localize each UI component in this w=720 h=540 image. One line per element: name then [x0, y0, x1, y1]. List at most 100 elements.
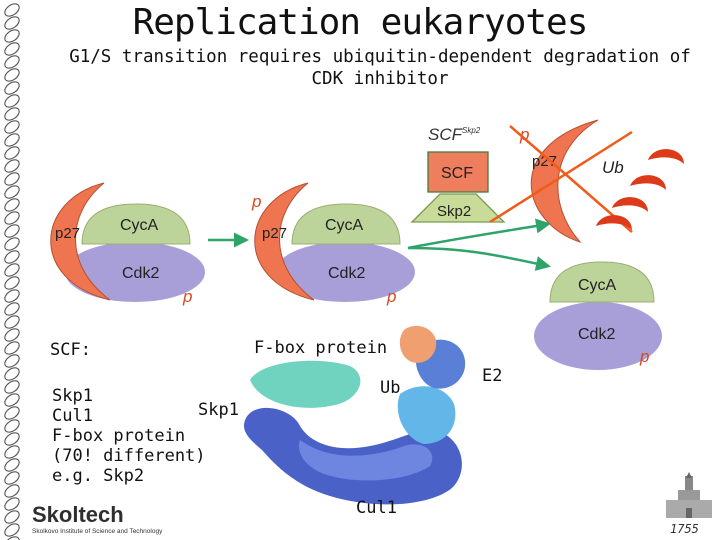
fbox-protein-label: F-box protein	[254, 338, 388, 358]
scf-complex-label: SCFSkp2	[428, 125, 481, 144]
cdk2-subunit	[534, 302, 662, 370]
scf-structure-image	[240, 320, 480, 510]
phospho-site: p	[519, 125, 529, 144]
border-loop	[4, 510, 20, 524]
phospho-site-top: p	[251, 192, 261, 211]
border-loop	[4, 237, 20, 251]
border-loop	[4, 42, 20, 56]
cdk2-subunit	[65, 242, 205, 302]
border-loop	[4, 94, 20, 108]
cdk2-subunit	[275, 242, 415, 302]
slide-subtitle: G1/S transition requires ubiquitin-depen…	[69, 47, 691, 89]
degradation-cross	[489, 130, 633, 224]
phospho-site: p	[182, 287, 192, 306]
cdk2-label: Cdk2	[328, 265, 365, 282]
border-loop	[4, 328, 20, 342]
skp2-subunit	[410, 193, 506, 223]
cyca-label: CycA	[578, 277, 617, 294]
phospho-site: p	[639, 347, 649, 366]
border-loop	[4, 120, 20, 134]
cyca-label: CycA	[325, 217, 364, 234]
skp2-label: Skp2	[437, 203, 471, 220]
list-item: F-box protein	[52, 426, 186, 446]
p27-inhibitor	[50, 182, 111, 301]
scf-complex: SCFSkp2 SCF Skp2	[410, 125, 506, 223]
border-loop	[4, 536, 20, 540]
border-loop	[4, 276, 20, 290]
border-loop	[4, 406, 20, 420]
skp1-structure-label: Skp1	[198, 400, 239, 420]
border-loop	[4, 263, 20, 277]
cdk2-label: Cdk2	[578, 326, 615, 343]
slide-title: Replication eukaryotes	[132, 2, 589, 43]
scf-box-label: SCF	[441, 165, 473, 182]
p27-label: p27	[532, 153, 557, 170]
border-loop	[4, 133, 20, 147]
phospho-site: p	[386, 287, 396, 306]
border-loop	[4, 354, 20, 368]
ub-label: Ub	[602, 158, 624, 177]
cdk2-label: Cdk2	[122, 265, 159, 282]
border-loop	[4, 159, 20, 173]
border-loop	[4, 432, 20, 446]
scf-components-list: Skp1 Cul1 F-box protein (70! different) …	[52, 386, 206, 486]
ubiquitinated-p27: p27 p Ub	[489, 119, 684, 244]
complex-2: Cdk2 CycA p27 p p	[251, 182, 415, 306]
border-loop	[4, 289, 20, 303]
cyca-subunit	[81, 203, 191, 245]
list-item: e.g. Skp2	[52, 466, 145, 486]
border-loop	[4, 198, 20, 212]
border-loop	[4, 341, 20, 355]
ubiquitin	[648, 149, 684, 164]
arrow-to-scf	[407, 218, 551, 250]
border-loop	[4, 497, 20, 511]
border-loop	[4, 380, 20, 394]
border-loop	[4, 16, 20, 30]
p27-inhibitor	[254, 182, 315, 301]
skoltech-logo-subtitle: Skolkovo Institute of Science and Techno…	[32, 528, 163, 535]
e2-density	[399, 325, 437, 363]
border-loop	[4, 393, 20, 407]
border-loop	[4, 211, 20, 225]
border-loop	[4, 484, 20, 498]
degradation-cross	[509, 125, 633, 233]
ubiquitin	[630, 175, 666, 190]
cul1-structure-label: Cul1	[356, 498, 397, 518]
scf-box	[427, 151, 489, 193]
border-loop	[4, 146, 20, 160]
cyca-subunit	[291, 203, 401, 245]
decorative-border	[4, 3, 20, 540]
border-loop	[4, 302, 20, 316]
skoltech-logo: Skoltech	[32, 502, 124, 527]
cyca-label: CycA	[120, 217, 159, 234]
border-loop	[4, 445, 20, 459]
scf-heading: SCF:	[50, 340, 91, 360]
ubiquitin	[612, 197, 648, 212]
p27-label: p27	[262, 225, 287, 242]
ub-structure-label: Ub	[380, 378, 401, 398]
rbx1-density	[397, 386, 456, 444]
p27-inhibitor	[530, 119, 599, 244]
border-loop	[4, 81, 20, 95]
border-loop	[4, 68, 20, 82]
p27-label: p27	[55, 225, 80, 242]
cyca-subunit	[549, 261, 655, 303]
list-item: Cul1	[52, 406, 93, 426]
cul1-highlight	[299, 440, 433, 481]
list-item: (70! different)	[52, 446, 206, 466]
border-loop	[4, 458, 20, 472]
border-loop	[4, 250, 20, 264]
border-loop	[4, 29, 20, 43]
list-item: Skp1	[52, 386, 93, 406]
ubiquitin	[596, 215, 632, 230]
border-loop	[4, 224, 20, 238]
border-loop	[4, 367, 20, 381]
border-loop	[4, 315, 20, 329]
ubiquitin-chain	[596, 149, 684, 230]
skp1-density	[250, 360, 361, 408]
e2-label: E2	[482, 366, 503, 386]
complex-1: Cdk2 CycA p27 p	[50, 182, 205, 306]
border-loop	[4, 471, 20, 485]
border-loop	[4, 107, 20, 121]
